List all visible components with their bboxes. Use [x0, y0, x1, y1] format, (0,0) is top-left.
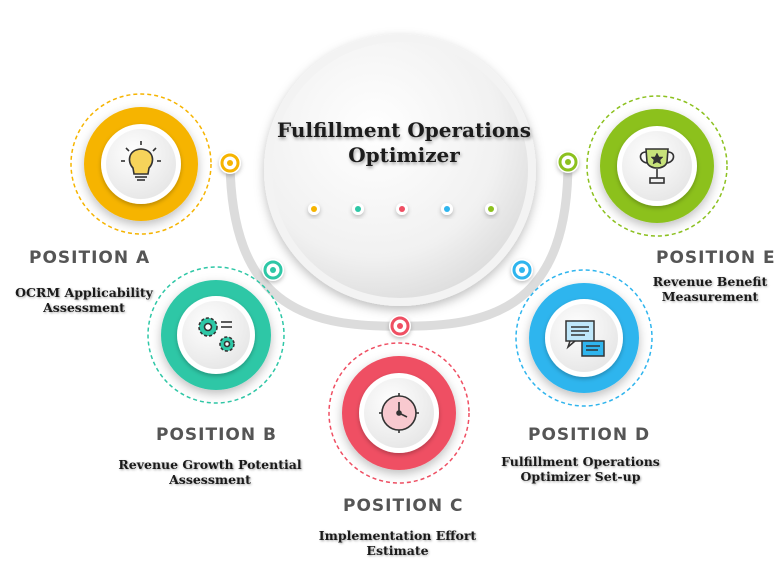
lightbulb-icon: [121, 141, 161, 181]
position-d-circle: [515, 269, 653, 407]
center-dots: [308, 203, 497, 215]
position-a-description: OCRM Applicability Assessment: [2, 285, 166, 315]
arc-node-a: [219, 152, 241, 174]
clock-icon: [379, 393, 419, 433]
position-a-circle: [70, 93, 212, 235]
arc-node-c: [389, 315, 411, 337]
position-b-desc-line-1: Revenue Growth Potential: [118, 457, 302, 472]
position-d-desc-line-1: Fulfillment Operations: [501, 454, 660, 469]
position-a-desc-line-1: OCRM Applicability: [15, 285, 153, 300]
position-e-description: Revenue Benefit Measurement: [645, 274, 775, 304]
position-c-label: POSITION C: [343, 496, 464, 516]
position-b-label: POSITION B: [156, 425, 277, 445]
position-e-label: POSITION E: [656, 248, 776, 268]
position-d-desc-line-2: Optimizer Set-up: [520, 469, 641, 484]
trophy-icon: [639, 148, 675, 184]
position-b-desc-line-2: Assessment: [169, 472, 251, 487]
center-title: Fulfillment Operations Optimizer: [270, 118, 538, 168]
position-c-description: Implementation Effort Estimate: [305, 528, 490, 558]
arc-node-b: [262, 259, 284, 281]
position-d-label: POSITION D: [528, 425, 651, 445]
center-hub: [264, 34, 536, 306]
position-b-description: Revenue Growth Potential Assessment: [105, 457, 315, 487]
position-c-desc-line-2: Estimate: [366, 543, 429, 558]
position-a-label: POSITION A: [29, 248, 151, 268]
position-e-circle: [586, 95, 728, 237]
center-title-line-2: Optimizer: [348, 143, 460, 167]
center-title-line-1: Fulfillment Operations: [277, 118, 531, 142]
position-c-circle: [328, 342, 470, 484]
position-c-desc-line-1: Implementation Effort: [318, 528, 477, 543]
position-e-desc-line-2: Measurement: [661, 289, 759, 304]
arc-node-d: [511, 259, 533, 281]
gears-icon: [198, 317, 235, 352]
chat-icon: [565, 320, 605, 357]
position-d-description: Fulfillment Operations Optimizer Set-up: [488, 454, 673, 484]
arc-node-e: [557, 151, 579, 173]
position-b-circle: [147, 266, 285, 404]
position-e-desc-line-1: Revenue Benefit: [652, 274, 768, 289]
position-a-desc-line-2: Assessment: [43, 300, 125, 315]
